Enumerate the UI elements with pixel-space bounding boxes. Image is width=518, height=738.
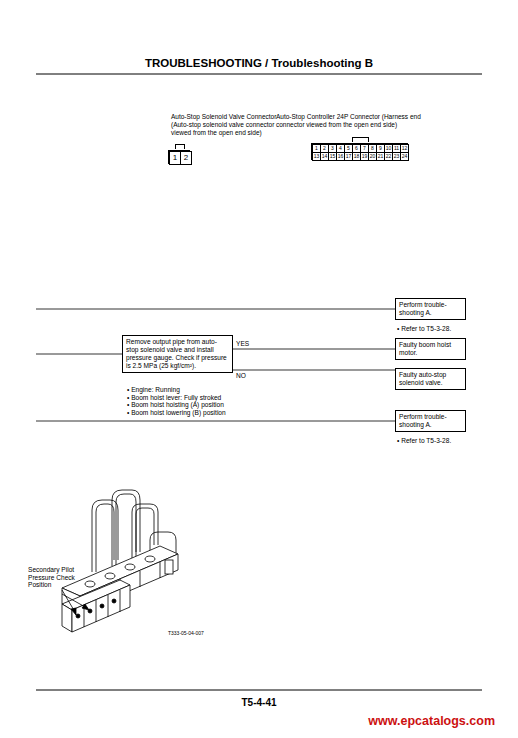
pin-cell: 2 — [180, 151, 192, 165]
process-box: Faulty boom hoist motor. — [395, 338, 466, 360]
pin-number: 16 — [337, 153, 344, 160]
header-rule — [36, 74, 482, 75]
callout-label: Secondary Pilot Pressure Check Position — [28, 566, 84, 589]
pin-number: 21 — [377, 153, 384, 160]
branch-label: YES — [236, 340, 249, 348]
pin-cell: 24 — [400, 152, 409, 161]
condition-bullet: • Boom hoist lever: Fully stroked — [127, 394, 237, 402]
pin-number: 2 — [321, 145, 328, 152]
box-text: Perform trouble-shooting A. — [399, 413, 462, 429]
pin-number: 18 — [353, 153, 360, 160]
pin-number: 6 — [353, 145, 360, 152]
pin-number: 3 — [329, 145, 336, 152]
watermark: www.epcatalogs.com — [295, 714, 495, 729]
box-text: Remove output pipe from auto-stop soleno… — [126, 338, 229, 370]
pin-number: 2 — [181, 152, 191, 164]
page-title: TROUBLESHOOTING / Troubleshooting B — [100, 57, 418, 70]
pin-number: 4 — [337, 145, 344, 152]
pin-number: 14 — [321, 153, 328, 160]
connector-outline: Auto-Stop Solenoid Valve Connector (Auto… — [168, 150, 190, 164]
pin-number: 19 — [361, 153, 368, 160]
pin-number: 13 — [313, 153, 320, 160]
connector — [233, 370, 395, 371]
pin-number: 17 — [345, 153, 352, 160]
pin-number: 5 — [345, 145, 352, 152]
pin-number: 22 — [385, 153, 392, 160]
pin-number: 15 — [329, 153, 336, 160]
process-box: Faulty auto-stop solenoid valve. — [395, 368, 466, 390]
page-number: T5-4-41 — [209, 697, 309, 709]
pin-number: 20 — [369, 153, 376, 160]
flow-line — [36, 354, 122, 355]
pin-number: 7 — [361, 145, 368, 152]
condition-bullet: • Boom hoist hoisting (A) position — [127, 401, 237, 409]
pin-number: 9 — [377, 145, 384, 152]
box-text: Perform trouble-shooting A. — [399, 301, 462, 317]
process-box: Perform trouble-shooting A. — [395, 298, 466, 320]
pin-number: 8 — [369, 145, 376, 152]
pin-number: 1 — [170, 152, 180, 164]
box-text: Faulty boom hoist motor. — [399, 341, 462, 357]
leader-arrows — [62, 590, 89, 615]
flow-line — [36, 309, 395, 310]
pin-number: 24 — [401, 153, 408, 160]
process-box: Perform trouble-shooting A. — [395, 410, 466, 432]
connector-heading: Auto-Stop Solenoid Valve Connector (Auto… — [171, 113, 283, 136]
figure-number: T333-05-04-007 — [168, 630, 228, 636]
connector-key-tab — [175, 144, 185, 149]
process-box: Remove output pipe from auto-stop soleno… — [122, 335, 233, 373]
note-text: • Refer to T5-3-28. — [397, 437, 487, 445]
footer-rule — [36, 690, 482, 691]
pin-number: 10 — [385, 145, 392, 152]
connector — [233, 349, 395, 350]
pin-number: 23 — [393, 153, 400, 160]
connector-key-tab — [352, 137, 369, 142]
connector-heading: Auto-Stop Controller 24P Connector (Harn… — [276, 113, 436, 129]
note-text: • Refer to T5-3-28. — [397, 325, 487, 333]
flow-line — [36, 421, 395, 422]
pin-number: 12 — [401, 145, 408, 152]
pin-number: 11 — [393, 145, 400, 152]
condition-bullet: • Boom hoist lowering (B) position — [127, 409, 237, 417]
condition-bullet: • Engine: Running — [127, 386, 237, 394]
pin-number: 1 — [313, 145, 320, 152]
valve-block — [62, 546, 178, 612]
box-text: Faulty auto-stop solenoid valve. — [399, 371, 462, 387]
branch-label: NO — [236, 372, 246, 380]
pilot-valve-stack — [62, 580, 130, 632]
connector-outline: Auto-Stop Controller 24P Connector (Harn… — [311, 143, 408, 160]
